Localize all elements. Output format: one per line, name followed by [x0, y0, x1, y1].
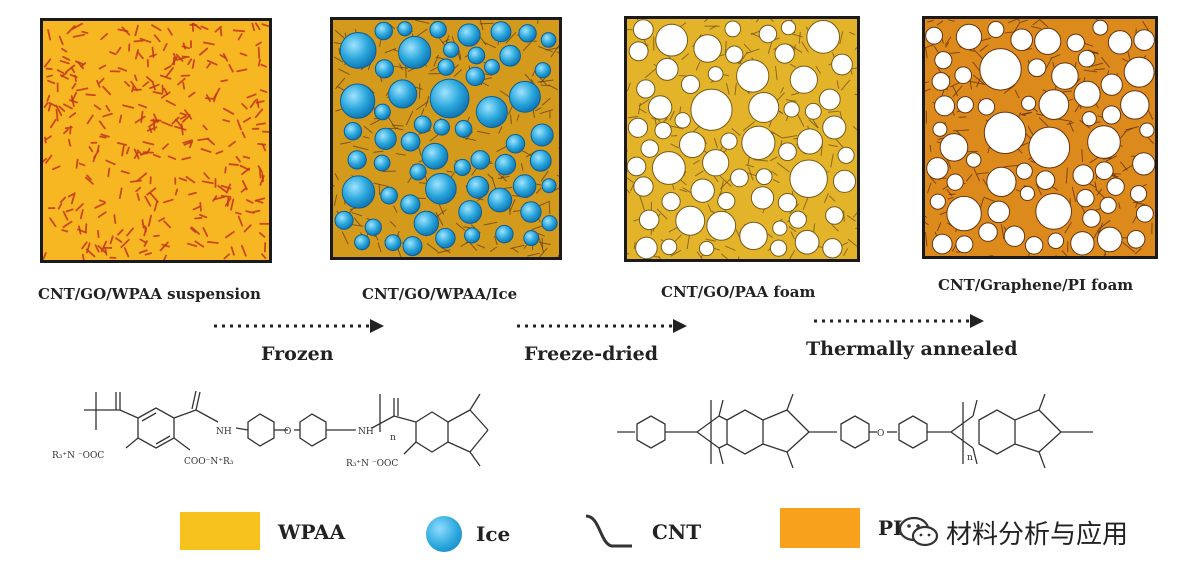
nh-label-2: NH — [358, 427, 374, 437]
paa-salt-structure: NH O NH n R₃⁺N ⁻OOC COO⁻N⁺R₃ R₃⁺N ⁻OOC — [52, 390, 489, 469]
arrow-thermally-annealed — [814, 314, 984, 328]
panel-paa-foam — [624, 16, 860, 262]
panel-suspension — [40, 18, 272, 263]
legend-cnt-label: CNT — [652, 520, 702, 544]
step-frozen: Frozen — [261, 343, 334, 365]
substituent-right: R₃⁺N ⁻OOC — [346, 459, 398, 469]
caption-paa-foam: CNT/GO/PAA foam — [661, 283, 816, 301]
suspension-illustration — [43, 22, 269, 260]
caption-pi-foam: CNT/Graphene/PI foam — [938, 276, 1134, 294]
step-freeze-dried: Freeze-dried — [524, 343, 658, 365]
step-thermally-annealed: Thermally annealed — [806, 338, 1018, 360]
pi-repeat-label: n — [967, 453, 973, 463]
pi-o-bridge-label: O — [877, 429, 884, 439]
cnt-curve-icon — [585, 514, 632, 548]
panel-pi-foam — [922, 16, 1158, 259]
legend-pi-label: PI — [878, 516, 903, 540]
panel-ice — [330, 17, 562, 260]
legend-wpaa-swatch — [180, 512, 260, 550]
repeat-label: n — [390, 433, 396, 443]
substituent-bottom: COO⁻N⁺R₃ — [184, 457, 234, 467]
legend-ice-label: Ice — [476, 522, 511, 546]
substituent-left: R₃⁺N ⁻OOC — [52, 451, 104, 461]
ice-illustration — [333, 20, 559, 257]
legend-pi-swatch — [780, 508, 860, 548]
nh-label-1: NH — [216, 427, 232, 437]
caption-ice: CNT/GO/WPAA/Ice — [362, 285, 518, 303]
paa-foam-illustration — [627, 19, 857, 259]
arrow-frozen — [214, 319, 384, 333]
wechat-icon — [898, 516, 939, 547]
arrow-freeze-dried — [517, 319, 687, 333]
watermark-text: 材料分析与应用 — [946, 520, 1129, 550]
pi-foam-illustration — [925, 19, 1155, 256]
pi-structure: n O — [617, 393, 1093, 469]
o-bridge-label: O — [284, 427, 291, 437]
legend-wpaa-label: WPAA — [278, 520, 346, 544]
ice-sphere-icon — [426, 516, 462, 552]
caption-suspension: CNT/GO/WPAA suspension — [38, 285, 261, 303]
